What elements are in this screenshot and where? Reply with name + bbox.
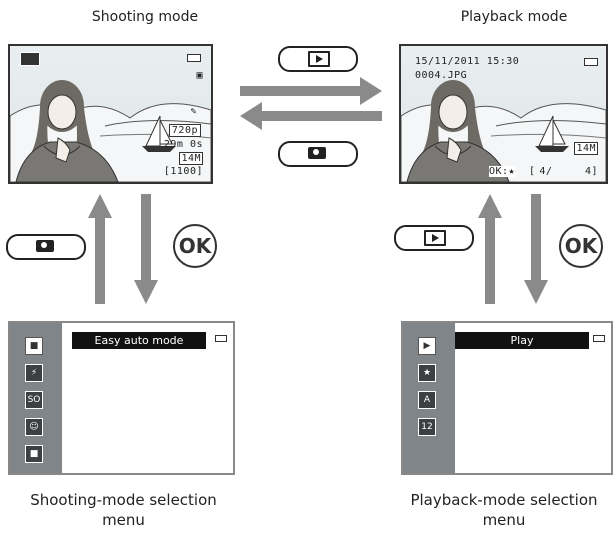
battery-icon <box>187 54 201 62</box>
battery-icon <box>584 58 598 66</box>
playback-menu-caption: Playback-mode selection menu <box>393 490 615 530</box>
image-size-indicator: 14M <box>574 142 598 155</box>
video-mode-indicator: 720p <box>168 124 201 137</box>
playback-filename: 0004.JPG <box>415 70 468 81</box>
playback-button[interactable] <box>394 225 474 251</box>
shooting-mode-button[interactable] <box>278 141 358 167</box>
easy-auto-icon <box>20 52 40 66</box>
mode-switch-arrows <box>240 77 382 130</box>
play-button-icon <box>424 230 446 246</box>
bracket-mark: [ <box>529 166 536 177</box>
scene-icon[interactable]: ⚡ <box>25 364 43 382</box>
favorite-icon[interactable]: ★ <box>418 364 436 382</box>
battery-icon <box>593 335 605 342</box>
playback-scene-illustration <box>401 80 606 182</box>
smart-portrait-icon[interactable]: ☺ <box>25 418 43 436</box>
caption-line-2: menu <box>482 511 526 529</box>
play-icon[interactable]: ▶ <box>418 337 436 355</box>
playback-mode-title: Playback mode <box>460 9 568 25</box>
auto-sort-icon[interactable]: A <box>418 391 436 409</box>
easy-auto-icon[interactable]: ■ <box>25 337 43 355</box>
playback-mode-menu: ▶ ★ A 12 Play <box>401 321 613 475</box>
caption-line-1: Playback-mode selection <box>410 491 598 509</box>
ok-button-label: OK <box>178 234 212 258</box>
eco-mode-icon: ✎ <box>190 106 197 117</box>
playback-button[interactable] <box>278 46 358 72</box>
playback-menu-arrows <box>478 194 548 304</box>
playback-datetime: 15/11/2011 15:30 <box>415 56 520 67</box>
image-size-indicator: 14M <box>179 152 203 165</box>
exposures-remaining: [1100] <box>163 166 203 177</box>
vibration-reduction-icon: ▣ <box>196 70 203 81</box>
ok-button[interactable]: OK <box>559 224 603 268</box>
shooting-screen: ▣ ✎ 720p 29m 0s 14M [1100] <box>8 44 213 184</box>
special-effects-icon[interactable]: SO <box>25 391 43 409</box>
frame-counter: 4/ 4] <box>539 166 598 177</box>
caption-line-1: Shooting-mode selection <box>30 491 217 509</box>
camera-button-icon <box>308 147 326 159</box>
shooting-menu-arrows <box>88 194 158 304</box>
shooting-menu-caption: Shooting-mode selection menu <box>0 490 247 530</box>
play-button-icon <box>308 51 330 67</box>
shooting-mode-title: Shooting mode <box>91 9 199 25</box>
camera-button-icon <box>36 240 54 252</box>
shooting-scene-illustration <box>10 80 211 182</box>
favorite-ok-guide: OK:★ <box>489 166 516 177</box>
battery-icon <box>215 335 227 342</box>
selected-mode-label: Play <box>455 332 589 349</box>
auto-mode-icon[interactable]: ■ <box>25 445 43 463</box>
ok-button-label: OK <box>564 234 598 258</box>
camera-button[interactable] <box>6 234 86 260</box>
ok-button[interactable]: OK <box>173 224 217 268</box>
selected-mode-label: Easy auto mode <box>72 332 206 349</box>
shooting-mode-menu: ■ ⚡ SO ☺ ■ Easy auto mode <box>8 321 235 475</box>
playback-screen: 15/11/2011 15:30 0004.JPG 14M OK:★ [ 4/ … <box>399 44 608 184</box>
time-remaining: 29m 0s <box>163 139 203 150</box>
list-by-date-icon[interactable]: 12 <box>418 418 436 436</box>
caption-line-2: menu <box>102 511 145 529</box>
